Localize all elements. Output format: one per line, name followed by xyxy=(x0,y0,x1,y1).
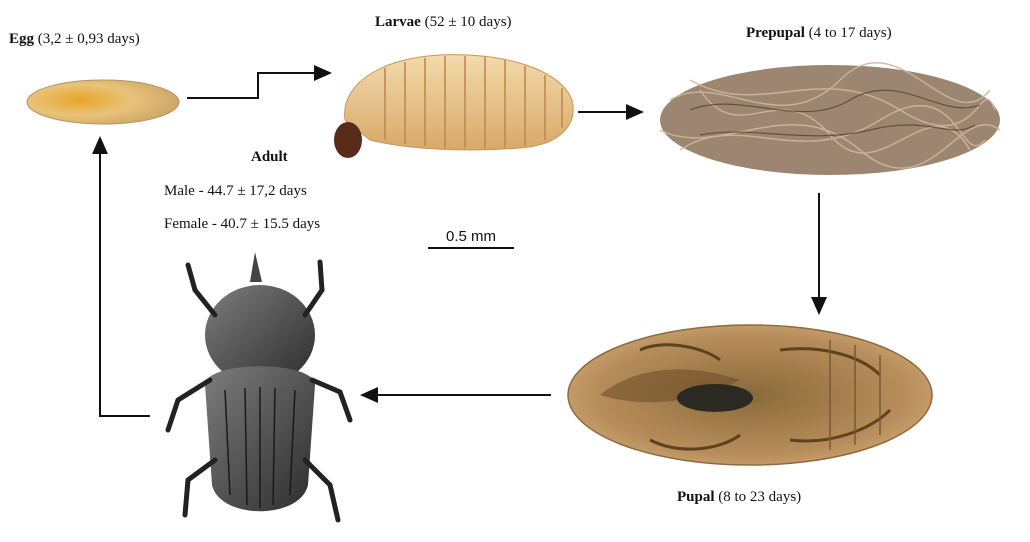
adult-stage-name: Adult xyxy=(251,149,288,165)
scale-bar-line xyxy=(428,247,514,249)
pupa-illustration xyxy=(568,325,932,465)
larvae-label: Larvae (52 ± 10 days) xyxy=(375,14,512,31)
larvae-stage-duration: (52 ± 10 days) xyxy=(425,14,512,30)
egg-stage-name: Egg xyxy=(9,31,34,47)
prepupal-label: Prepupal (4 to 17 days) xyxy=(746,25,892,42)
egg-label: Egg (3,2 ± 0,93 days) xyxy=(9,31,140,48)
adult-beetle-illustration xyxy=(168,252,350,520)
prepupal-cocoon-illustration xyxy=(660,63,1000,175)
adult-male-duration: Male - 44.7 ± 17,2 days xyxy=(164,183,307,200)
egg-stage-duration: (3,2 ± 0,93 days) xyxy=(38,31,140,47)
pupal-label: Pupal (8 to 23 days) xyxy=(677,489,801,506)
prepupal-stage-duration: (4 to 17 days) xyxy=(809,25,892,41)
scale-bar-label: 0.5 mm xyxy=(428,228,514,245)
larva-illustration xyxy=(334,55,573,158)
prepupal-stage-name: Prepupal xyxy=(746,25,805,41)
adult-female-duration: Female - 40.7 ± 15.5 days xyxy=(164,216,320,233)
scale-bar: 0.5 mm xyxy=(428,228,514,249)
egg-illustration xyxy=(27,80,179,124)
larvae-stage-name: Larvae xyxy=(375,14,421,30)
arrow-adult-to-egg xyxy=(100,138,150,416)
arrow-egg-to-larvae xyxy=(187,73,330,98)
adult-label: Adult xyxy=(251,149,288,166)
pupal-stage-name: Pupal xyxy=(677,489,715,505)
pupal-stage-duration: (8 to 23 days) xyxy=(718,489,801,505)
